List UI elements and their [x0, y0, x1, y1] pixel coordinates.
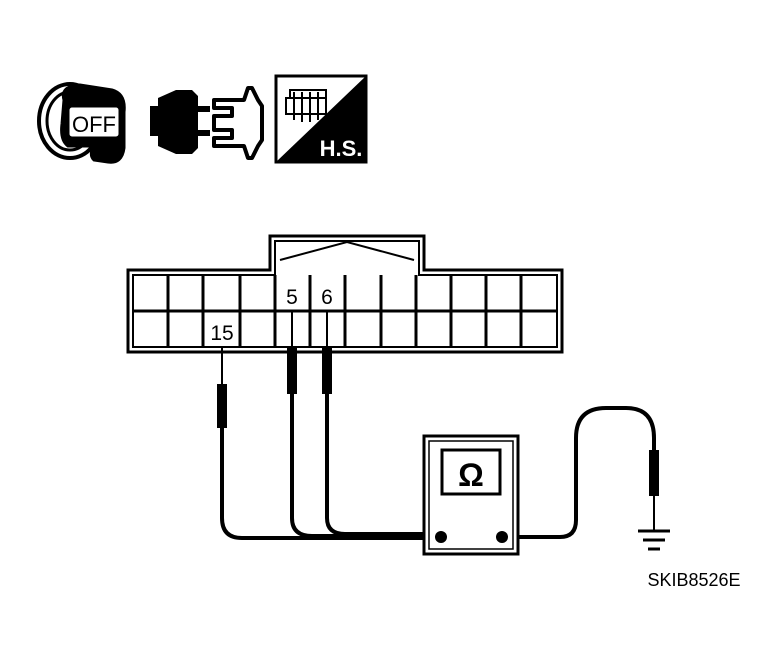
pin-label-5: 5	[286, 286, 298, 309]
pin-label-15: 15	[210, 322, 233, 345]
harness-side-label: H.S.	[320, 136, 363, 161]
ohm-symbol: Ω	[458, 457, 484, 493]
ignition-off-label: OFF	[72, 112, 116, 137]
meter-terminal-right	[496, 531, 508, 543]
ignition-key-icon: OFF	[37, 82, 126, 164]
ground-symbol	[638, 529, 670, 551]
test-leads	[220, 392, 656, 540]
meter-terminal-left	[435, 531, 447, 543]
pin-label-6: 6	[321, 286, 333, 309]
probe-pin-6	[322, 310, 332, 394]
ohmmeter: Ω	[422, 434, 520, 556]
harness-side-icon: H.S.	[274, 74, 368, 164]
figure-id: SKIB8526E	[647, 570, 740, 590]
disconnect-connector-icon	[150, 86, 264, 160]
pin-label-15-bg	[206, 320, 238, 342]
probe-pin-5	[287, 310, 297, 394]
ground-probe	[649, 450, 659, 530]
probe-pin-15	[217, 346, 227, 428]
connector-body	[126, 234, 564, 354]
